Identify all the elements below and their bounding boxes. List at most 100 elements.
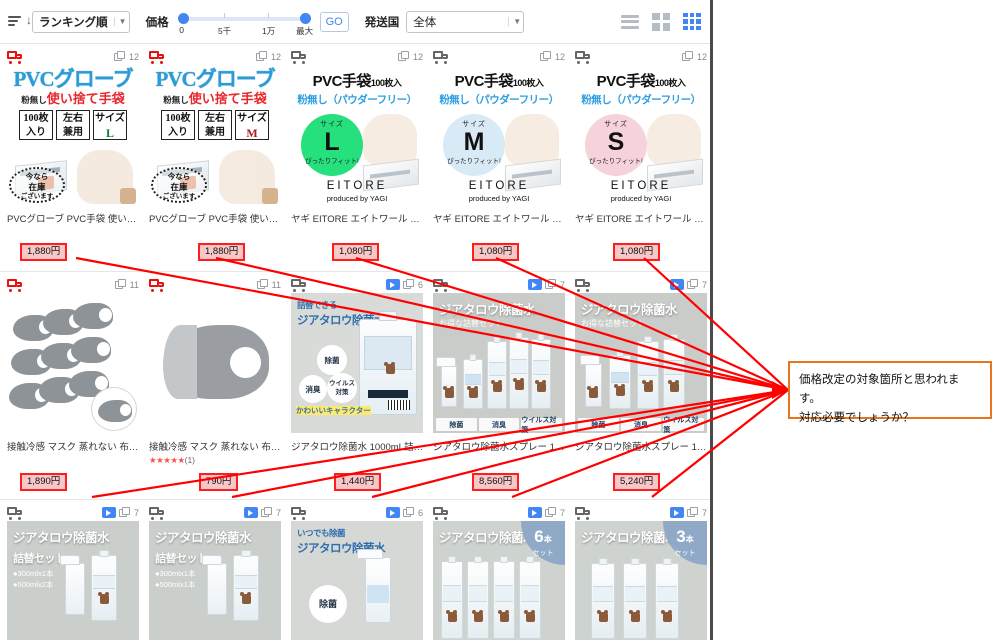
product-thumbnail[interactable]: PVC手袋100枚入 粉無し（パウダーフリー） サイズ M ぴったりフィット! … <box>433 65 565 205</box>
product-card[interactable]: 7 ジアタロウ除菌水 詰替セット ●300mlx1本 ●500mlx1本 <box>144 500 286 640</box>
image-count: 12 <box>554 51 565 62</box>
art-bubble: 除菌 <box>317 345 347 375</box>
product-card[interactable]: 12 PVC手袋100枚入 粉無し（パウダーフリー） サイズ S ぴったりフィッ… <box>570 44 712 271</box>
list-view-button[interactable] <box>621 14 639 29</box>
art-feature: 消臭 <box>620 418 662 431</box>
art-title: PVC手袋 <box>454 73 514 90</box>
product-card[interactable]: 6 いつでも除菌 ジアタロウ除菌水 除菌 <box>286 500 428 640</box>
art-badge: 100枚入り <box>161 110 195 140</box>
product-title[interactable]: ヤギ EITORE エイトワール PVC... <box>433 214 565 225</box>
slider-knob-min[interactable] <box>177 12 189 24</box>
product-thumbnail[interactable]: ジアタロウ除菌水 6本 セット <box>433 521 565 640</box>
product-thumbnail[interactable]: PVC手袋100枚入 粉無し（パウダーフリー） サイズ S ぴったりフィット! … <box>575 65 707 205</box>
art-stamp: 今なら在庫ございます <box>9 167 65 203</box>
product-thumbnail[interactable]: ジアタロウ除菌水 詰替セット ●300mlx1本 ●500mlx1本 <box>149 521 281 640</box>
price-annotation-chip: 1,890円 <box>20 473 68 492</box>
product-card[interactable]: 6 詰替できる ジアタロウ除菌水 除菌 消臭 ウイルス対策 かわいいキャラクター… <box>286 272 428 499</box>
image-count-icon <box>681 51 694 62</box>
stars-glyphs: ★★★★★ <box>149 455 185 465</box>
rating-stars <box>575 227 707 239</box>
art-title: PVC手袋 <box>312 73 372 90</box>
grid3-view-button[interactable] <box>683 12 701 31</box>
product-card[interactable]: 12 PVC手袋100枚入 粉無し（パウダーフリー） サイズ M ぴったりフィッ… <box>428 44 570 271</box>
product-thumbnail[interactable] <box>149 293 281 433</box>
art-size: M <box>246 126 258 140</box>
product-title[interactable]: 接触冷感 マスク 蒸れない 布素... <box>7 442 139 453</box>
art-title: PVCグローブ <box>155 67 276 91</box>
image-count-icon <box>397 51 410 62</box>
product-thumbnail[interactable]: ジアタロウ除菌水 お得な詰替セット 除菌 消臭 ウイルス対策 <box>433 293 565 433</box>
sort-select[interactable]: ランキング順 ▼ <box>32 10 130 33</box>
rating-stars <box>291 227 423 239</box>
slider-knob-max[interactable] <box>299 12 311 24</box>
art-title: PVC手袋 <box>596 73 656 90</box>
art-sub: 詰替できる <box>297 300 337 310</box>
image-count: 12 <box>270 51 281 62</box>
product-thumbnail[interactable]: ジアタロウ除菌水 3本 セット <box>575 521 707 640</box>
product-title[interactable]: PVCグローブ PVC手袋 使い捨... <box>7 214 139 225</box>
product-thumbnail[interactable]: いつでも除菌 ジアタロウ除菌水 除菌 <box>291 521 423 640</box>
rating-stars <box>7 227 139 239</box>
image-count: 12 <box>128 51 139 62</box>
shipping-truck-icon <box>433 279 450 292</box>
product-card[interactable]: 7 ジアタロウ除菌水 6本 セット <box>428 500 570 640</box>
art-note: かわいいキャラクター <box>296 406 371 415</box>
image-count: 6 <box>417 279 423 290</box>
product-card[interactable]: 12 PVC手袋100枚入 粉無し（パウダーフリー） サイズ L ぴったりフィッ… <box>286 44 428 271</box>
product-card[interactable]: 7 ジアタロウ除菌水 詰替セット ●300mlx1本 ●500mlx2本 <box>2 500 144 640</box>
art-badge: 左右兼用 <box>56 110 90 140</box>
product-card[interactable]: 7 ジアタロウ除菌水 お得な詰替セット 除菌 消臭 ウイルス対策 <box>428 272 570 499</box>
product-title[interactable]: ジアタロウ除菌水スプレー 100m <box>575 442 707 453</box>
product-card[interactable]: 11 接触冷感 マスク 蒸れない 布素... ★★★★★(1) 790円 <box>144 272 286 499</box>
art-sub: 粉無し <box>21 95 47 105</box>
go-button[interactable]: GO <box>319 11 349 32</box>
shipping-truck-icon <box>433 507 450 520</box>
price-range-slider[interactable]: 0 5千 1万 最大 <box>176 11 313 39</box>
art-feature: 消臭 <box>478 418 520 431</box>
art-spec: ●300mlx1本 <box>155 569 196 578</box>
product-thumbnail[interactable]: ジアタロウ除菌水 詰替セット ●300mlx1本 ●500mlx2本 <box>7 521 139 640</box>
product-card[interactable]: 7 ジアタロウ除菌水 お得な詰替セット 除菌 消臭 ウイルス対策 <box>570 272 712 499</box>
art-bubble: 消臭 <box>299 375 327 403</box>
product-title[interactable]: ヤギ EITORE エイトワール PVC... <box>291 214 423 225</box>
product-title[interactable]: ジアタロウ除菌水 1000mL詰替... <box>291 442 423 453</box>
product-thumbnail[interactable]: 詰替できる ジアタロウ除菌水 除菌 消臭 ウイルス対策 かわいいキャラクター <box>291 293 423 433</box>
art-spec: ●300mlx1本 <box>13 569 54 578</box>
free-shipping-truck-icon <box>7 51 24 64</box>
image-count: 7 <box>559 507 565 518</box>
product-thumbnail[interactable]: PVC手袋100枚入 粉無し（パウダーフリー） サイズ L ぴったりフィット! … <box>291 65 423 205</box>
product-card[interactable]: 7 ジアタロウ除菌水 3本 セット <box>570 500 712 640</box>
shipping-country-select[interactable]: 全体 ▼ <box>406 10 525 33</box>
product-title[interactable]: ヤギ EITORE エイトワール PVC... <box>575 214 707 225</box>
art-feature: 除菌 <box>436 418 477 431</box>
product-card[interactable]: 11 接触冷感 マスク 蒸れない 布素... 1,890円 <box>2 272 144 499</box>
product-title[interactable]: PVCグローブ PVC手袋 使い捨... <box>149 214 281 225</box>
shipping-truck-icon <box>433 51 450 64</box>
art-fit-label: ぴったりフィット! <box>305 158 359 165</box>
image-count: 7 <box>275 507 281 518</box>
product-title[interactable]: ジアタロウ除菌水スプレー 100m... <box>433 442 565 453</box>
image-count-icon <box>256 279 269 290</box>
image-count-icon <box>114 279 127 290</box>
product-thumbnail[interactable] <box>7 293 139 433</box>
image-count: 12 <box>696 51 707 62</box>
product-title[interactable]: 接触冷感 マスク 蒸れない 布素... <box>149 442 281 453</box>
art-size: L <box>105 126 114 140</box>
art-size: M <box>463 128 485 156</box>
slider-tick <box>267 12 269 18</box>
slider-tick-label: 最大 <box>296 25 314 36</box>
shipping-truck-icon <box>7 507 24 520</box>
grid2-view-button[interactable] <box>652 12 670 31</box>
search-results-app: ↓ ランキング順 ▼ 価格 0 5千 1万 最大 GO 発送国 全体 ▼ <box>0 0 713 640</box>
sort-descending-icon[interactable]: ↓ <box>8 14 32 30</box>
rating-stars <box>575 455 707 467</box>
set-count-badge: 3本 セット <box>663 521 707 565</box>
slider-track <box>179 16 309 21</box>
product-thumbnail[interactable]: ジアタロウ除菌水 お得な詰替セット 除菌 消臭 ウイルス対策 <box>575 293 707 433</box>
price-annotation-chip: 790円 <box>199 473 239 492</box>
